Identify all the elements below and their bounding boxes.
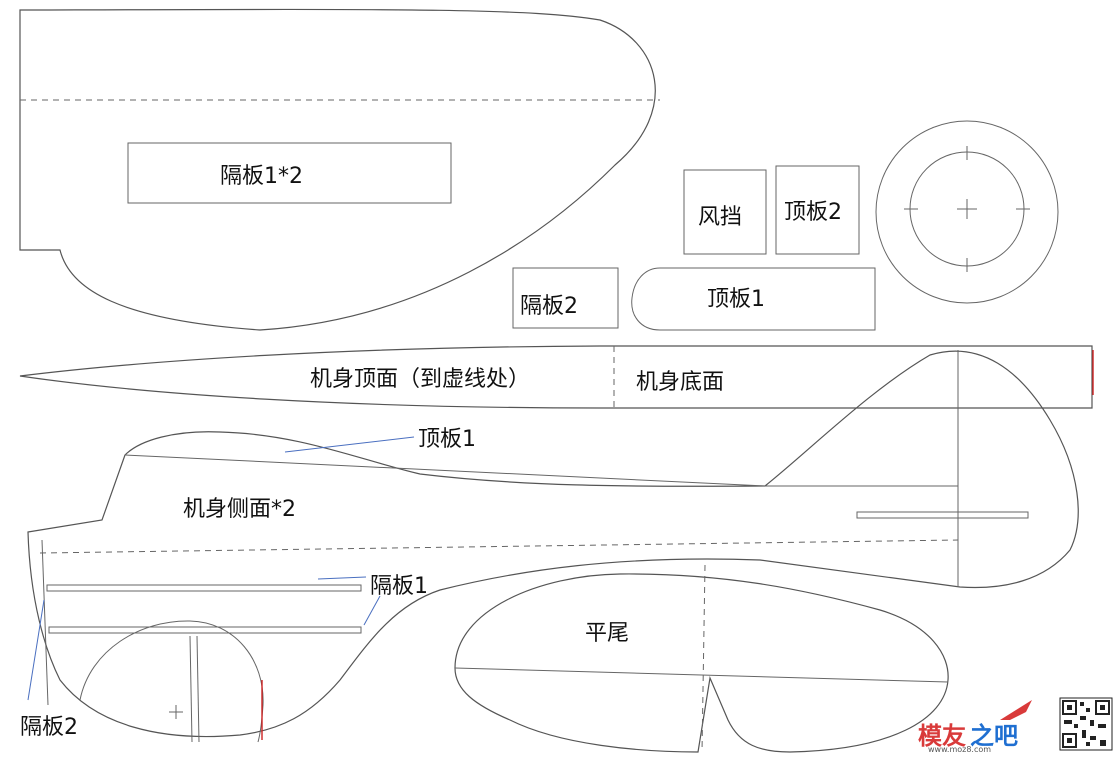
watermark-brand-part1: 模友 [918,722,966,750]
bulkhead-2-leader-line [27,599,45,701]
watermark-logo: 模友 之吧 www.moz8.com [918,700,1032,754]
bulkhead1x2-label: 隔板1*2 [220,164,303,189]
fuselage-side-piece [27,350,1079,743]
fuselage-top-bottom-strip [19,345,1094,409]
fuselage-side-label: 机身侧面*2 [183,497,296,522]
watermark-brand-part2: 之吧 [970,722,1018,750]
top-plate-2-label: 顶板2 [784,200,842,225]
windshield-piece [683,169,767,255]
top-plate-1-label: 顶板1 [707,287,765,312]
bulkhead-1-template-shape [19,8,660,331]
horizontal-tail-label: 平尾 [585,621,629,646]
fuselage-bottom-label: 机身底面 [636,370,724,395]
bulkhead-1-leader-line-b [363,595,381,626]
windshield-label: 风挡 [698,205,742,230]
fuselage-top-label: 机身顶面（到虚线处） [310,367,530,392]
top-plate-1-leader-line [284,436,415,453]
watermark-url: www.moz8.com [928,745,991,754]
bulkhead-2-label: 隔板2 [520,294,578,319]
bulkhead-2-piece [512,267,619,329]
watermark-plane-icon [1000,700,1032,720]
round-ring-piece [875,120,1059,304]
qr-code-icon [1059,697,1113,751]
top-plate-2-piece [775,165,860,255]
bulkhead-1-leader-label: 隔板1 [370,574,428,599]
bulkhead-1-leader-line-a [317,576,367,580]
horizontal-tail-piece [454,564,949,753]
top-plate-1-piece [631,267,876,331]
top-plate-1-leader-label: 顶板1 [418,427,476,452]
bulkhead-2-leader-label: 隔板2 [20,715,78,740]
